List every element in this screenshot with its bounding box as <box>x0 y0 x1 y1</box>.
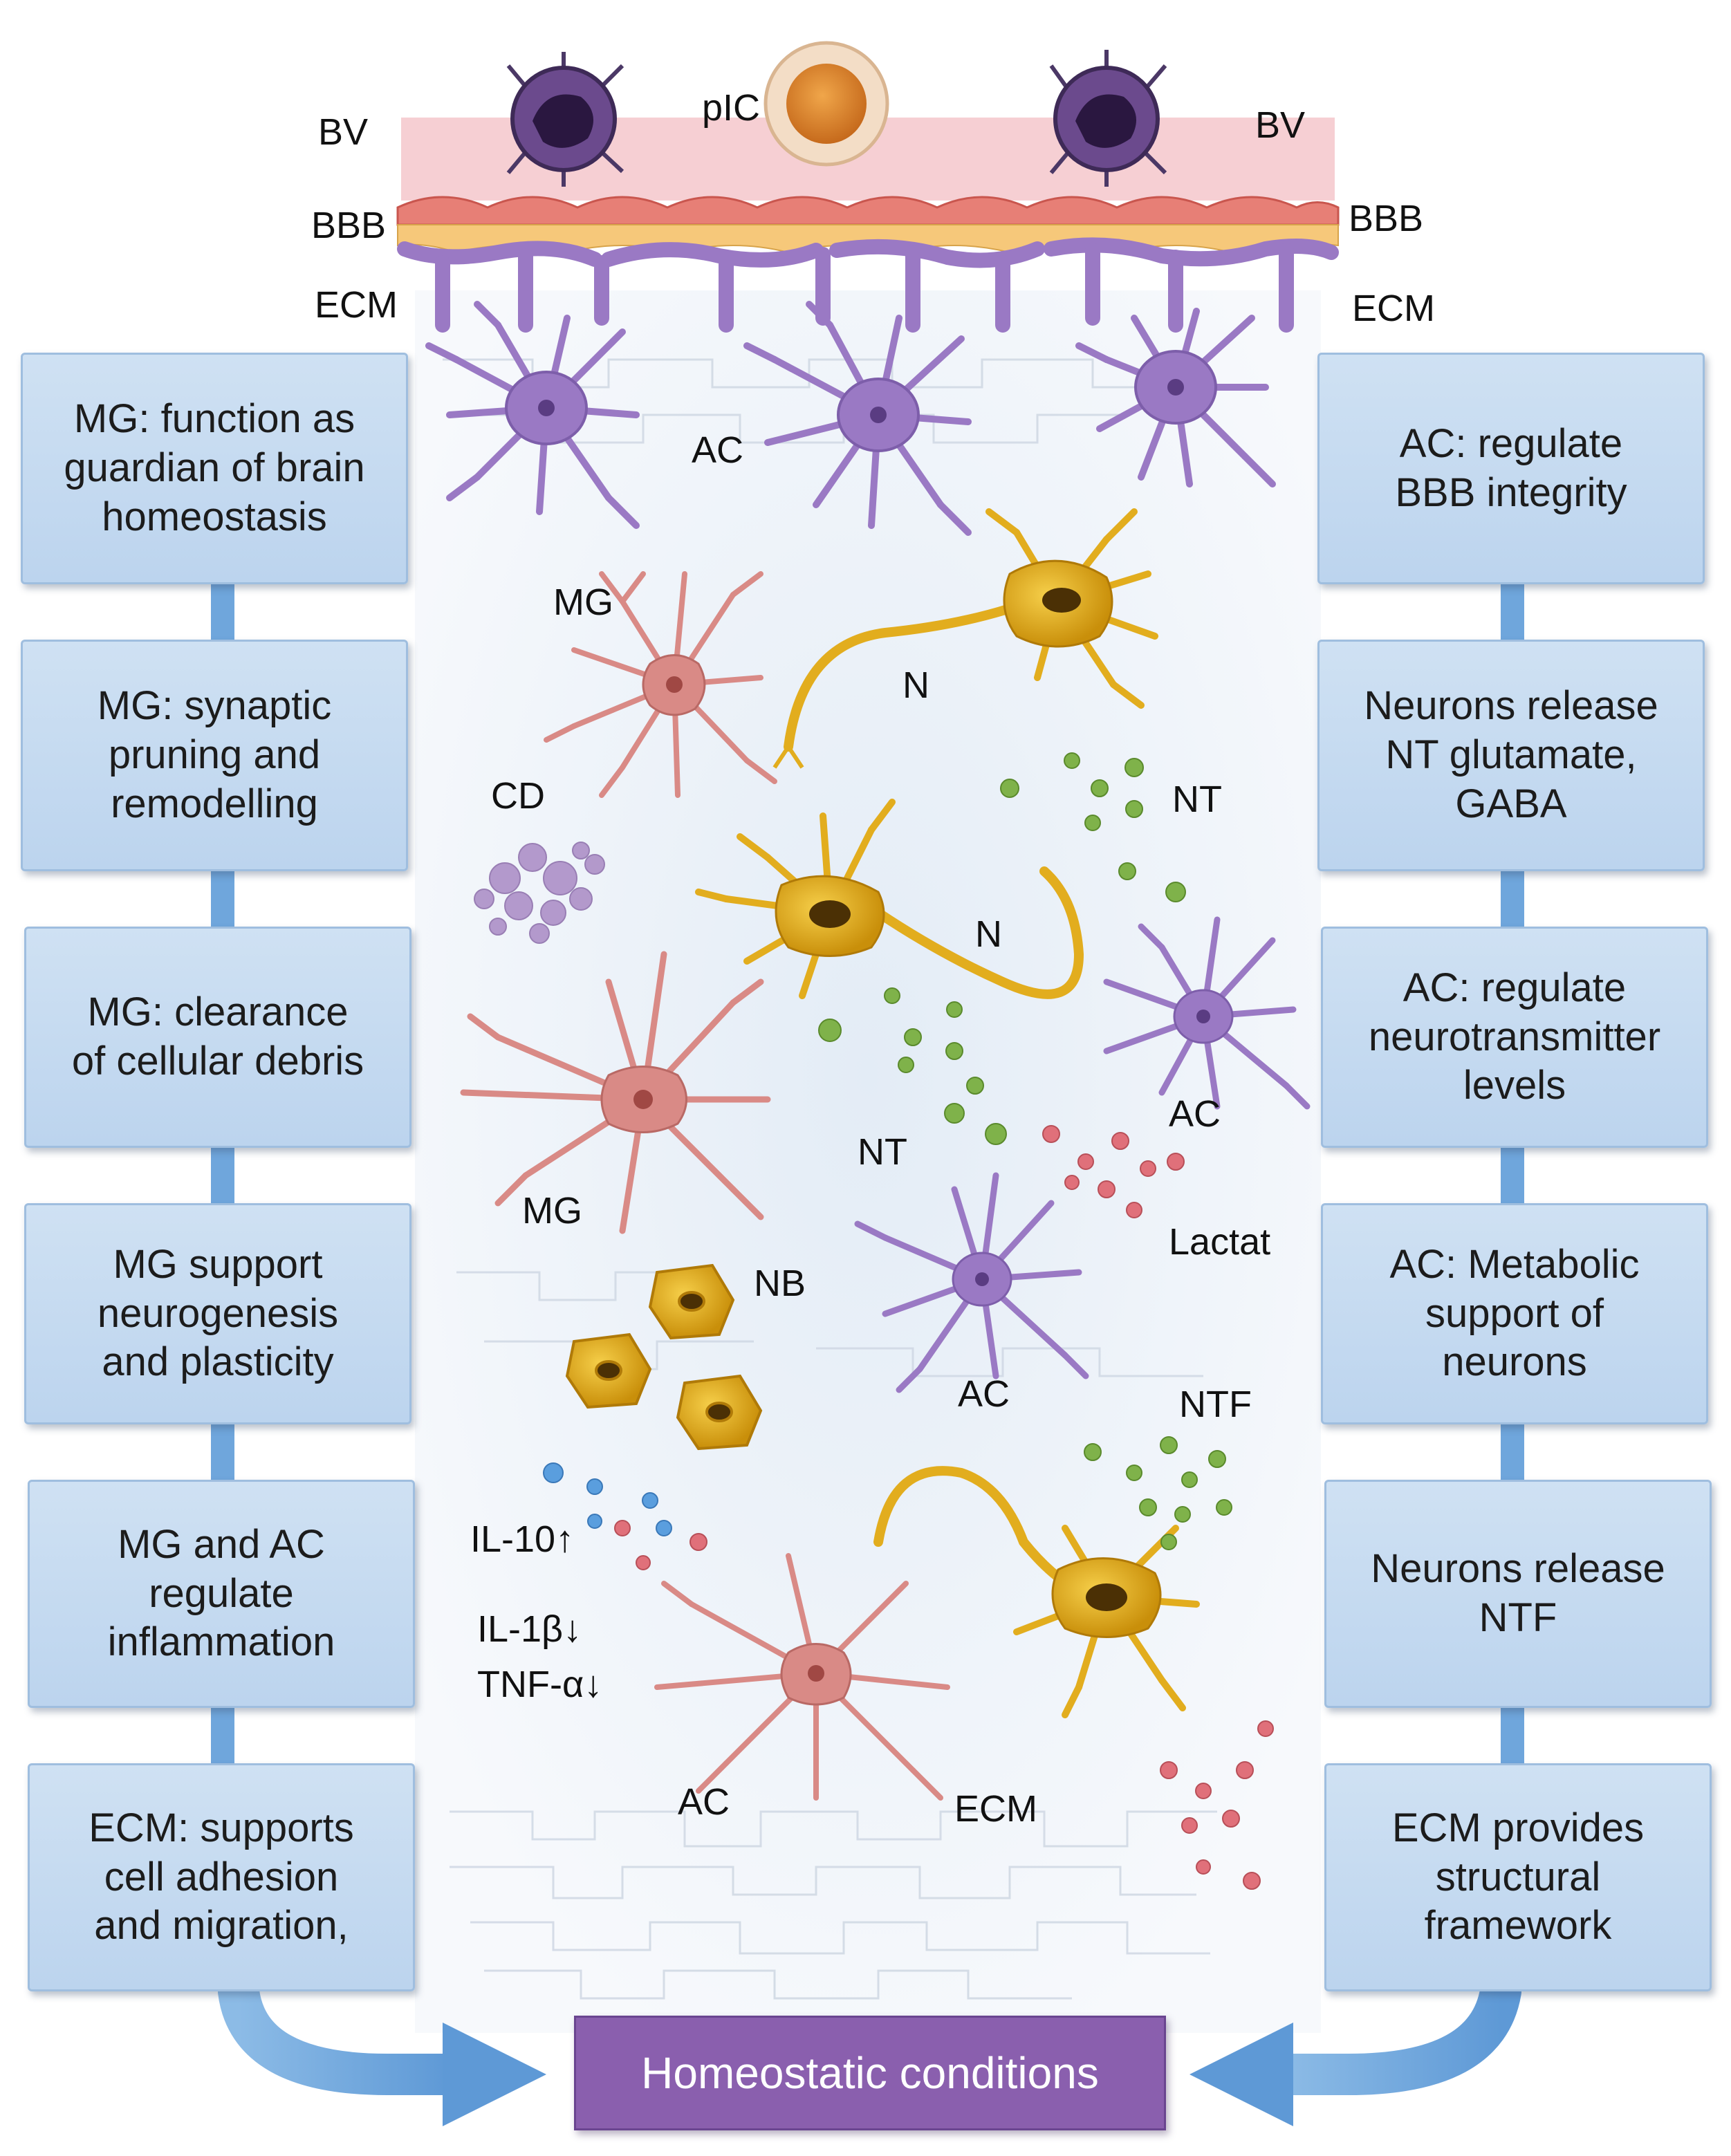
label-lactat: Lactat <box>1169 1221 1271 1263</box>
right-box-6: ECM provides structural framework <box>1324 1763 1712 1991</box>
label-bbb-right: BBB <box>1349 198 1424 239</box>
microglia-top <box>544 571 777 798</box>
label-bbb-left: BBB <box>311 205 387 246</box>
label-nt-mid: NT <box>858 1131 907 1173</box>
ecm-mesh <box>443 358 1217 2000</box>
left-box-text: MG: synaptic pruning and remodelling <box>97 683 332 826</box>
cytokine-dots <box>543 1462 707 1570</box>
left-box-6: ECM: supports cell adhesion and migratio… <box>28 1763 415 1991</box>
right-connectors <box>1501 584 1524 1763</box>
ntf-dots <box>1084 1436 1232 1550</box>
label-bv-left: BV <box>318 111 369 153</box>
astrocyte-top-right <box>1075 308 1276 487</box>
immune-cell-left <box>506 52 624 187</box>
left-box-text: MG: function as guardian of brain homeos… <box>64 396 365 539</box>
label-n-mid: N <box>975 913 1002 955</box>
label-ecm-right: ECM <box>1352 288 1435 329</box>
astrocyte-endfeet <box>397 237 1339 333</box>
label-cd: CD <box>491 775 545 817</box>
label-bv-right: BV <box>1255 104 1306 146</box>
microglia-mid <box>460 951 771 1234</box>
right-box-text: AC: regulate BBB integrity <box>1395 420 1627 515</box>
right-box-text: Neurons release NTF <box>1371 1546 1665 1640</box>
label-nb: NB <box>754 1263 806 1304</box>
label-ac-top: AC <box>692 429 744 471</box>
left-box-4: MG support neurogenesis and plasticity <box>24 1203 411 1424</box>
label-ac-bottom: AC <box>678 1781 730 1823</box>
nt-dots <box>818 752 1186 1145</box>
label-ntf: NTF <box>1179 1384 1252 1425</box>
right-box-5: Neurons release NTF <box>1324 1480 1712 1708</box>
pic-cell <box>763 41 889 167</box>
label-ecm-left: ECM <box>315 284 398 326</box>
cellular-debris <box>474 842 605 944</box>
left-connectors <box>211 584 234 1763</box>
right-box-1: AC: regulate BBB integrity <box>1317 353 1705 584</box>
microglia-bottom <box>654 1553 950 1801</box>
right-box-4: AC: Metabolic support of neurons <box>1321 1203 1708 1424</box>
left-box-3: MG: clearance of cellular debris <box>24 927 411 1148</box>
neuron-bottom <box>873 1466 1200 1718</box>
left-arrow <box>218 1971 546 2126</box>
left-box-text: MG support neurogenesis and plasticity <box>97 1241 339 1385</box>
label-il1b: IL-1β↓ <box>477 1608 582 1650</box>
astrocyte-mid-right <box>1103 916 1311 1110</box>
label-il10: IL-10↑ <box>470 1518 575 1560</box>
label-mg-mid: MG <box>522 1190 582 1232</box>
neuroblasts <box>565 1263 763 1451</box>
left-box-1: MG: function as guardian of brain homeos… <box>21 353 408 584</box>
astrocyte-top-mid <box>743 301 972 536</box>
outcome-label: Homeostatic conditions <box>641 2048 1099 2098</box>
left-box-2: MG: synaptic pruning and remodelling <box>21 640 408 871</box>
astrocyte-lower <box>854 1172 1089 1393</box>
left-box-text: MG: clearance of cellular debris <box>71 989 364 1084</box>
label-pic: pIC <box>702 87 761 129</box>
right-box-3: AC: regulate neurotransmitter levels <box>1321 927 1708 1148</box>
label-mg-top: MG <box>553 582 613 623</box>
label-n-top: N <box>902 665 929 706</box>
left-box-text: MG and AC regulate inflammation <box>107 1521 335 1665</box>
right-box-text: Neurons release NT glutamate, GABA <box>1364 683 1658 826</box>
lactate-dots <box>1042 1125 1274 1890</box>
right-box-2: Neurons release NT glutamate, GABA <box>1317 640 1705 871</box>
neuron-top <box>772 508 1158 769</box>
left-box-text: ECM: supports cell adhesion and migratio… <box>89 1805 354 1949</box>
endothelium <box>396 196 1340 226</box>
label-ecm-bottom: ECM <box>954 1788 1037 1830</box>
right-arrow <box>1190 1971 1521 2126</box>
right-box-text: ECM provides structural framework <box>1391 1805 1645 1949</box>
right-box-text: AC: Metabolic support of neurons <box>1389 1241 1640 1385</box>
right-box-text: AC: regulate neurotransmitter levels <box>1368 965 1661 1108</box>
label-ac-mid: AC <box>1169 1093 1221 1135</box>
immune-cell-right <box>1049 50 1167 187</box>
astrocyte-top-left <box>425 301 640 529</box>
label-ac-lower: AC <box>958 1373 1010 1415</box>
outcome-box: Homeostatic conditions <box>574 2016 1166 2130</box>
label-tnfa: TNF-α↓ <box>477 1664 603 1705</box>
label-nt-top: NT <box>1172 779 1222 820</box>
left-box-5: MG and AC regulate inflammation <box>28 1480 415 1708</box>
neuron-mid <box>695 799 1084 999</box>
